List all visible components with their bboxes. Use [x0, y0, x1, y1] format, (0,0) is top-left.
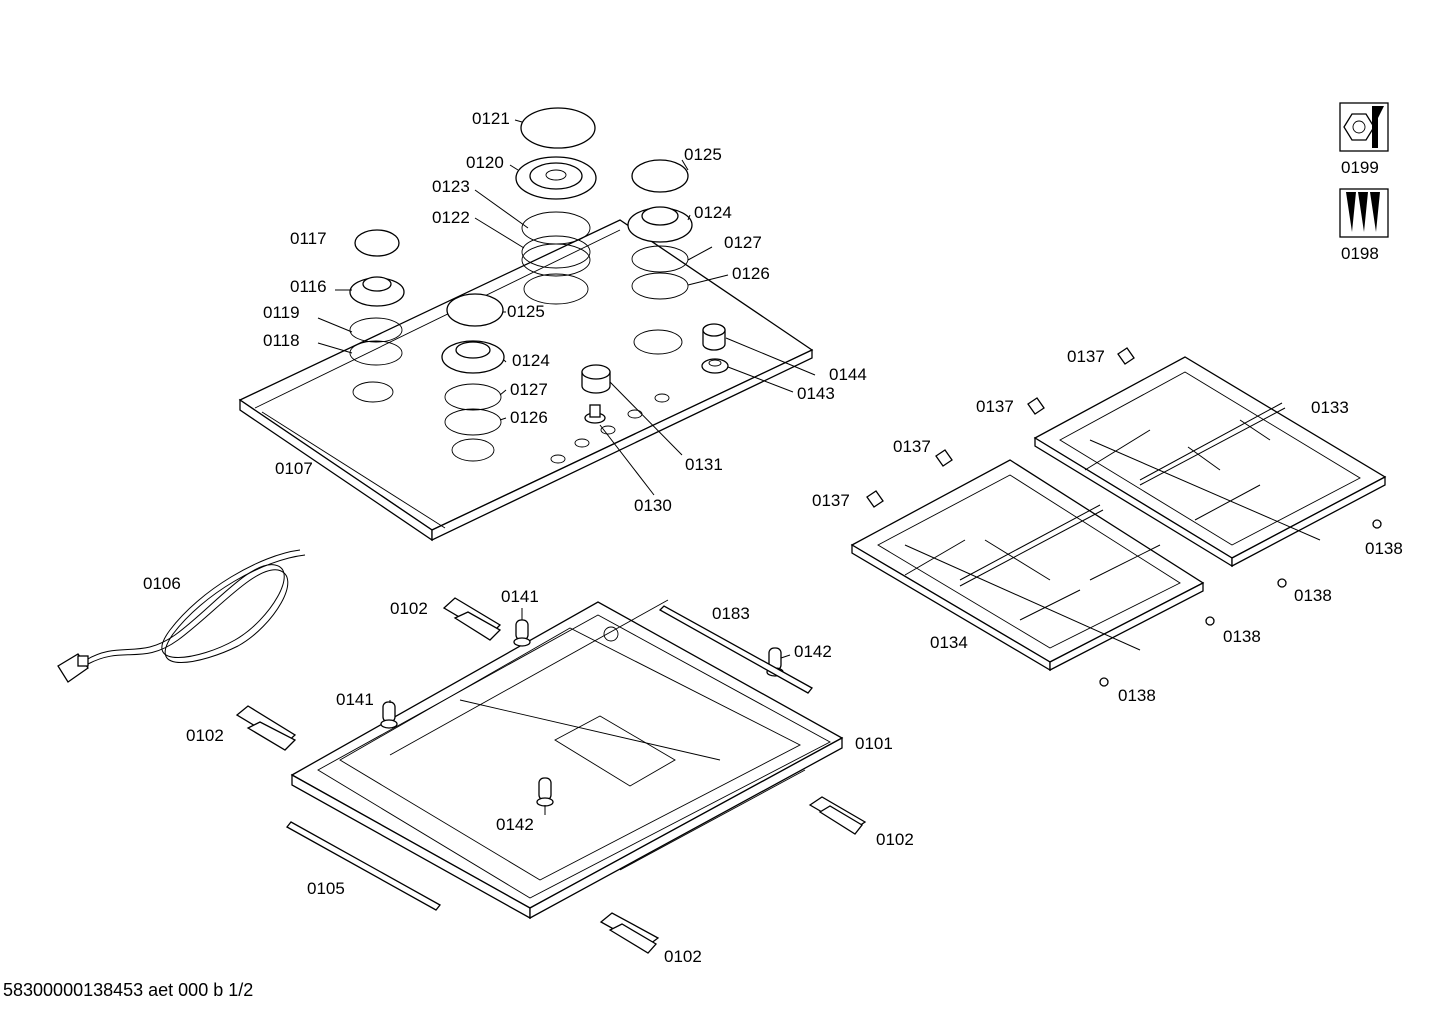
- label-0198: 0198: [1341, 244, 1379, 263]
- label-0127: 0127: [724, 233, 762, 252]
- label-0120: 0120: [466, 153, 504, 172]
- power-cable[interactable]: [57, 549, 306, 683]
- base-tray[interactable]: [290, 599, 844, 920]
- screws-icon[interactable]: [1339, 188, 1389, 238]
- right-burner-rings[interactable]: [631, 245, 689, 300]
- label-0138: 0138: [1294, 586, 1332, 605]
- ignition-knob-cap[interactable]: [702, 323, 726, 351]
- label-0127: 0127: [510, 380, 548, 399]
- label-0125: 0125: [507, 302, 545, 321]
- label-0142: 0142: [496, 815, 534, 834]
- label-0183: 0183: [712, 604, 750, 623]
- label-0137: 0137: [1067, 347, 1105, 366]
- leader-lines-bottom: [389, 608, 791, 815]
- control-knob[interactable]: [581, 364, 611, 394]
- label-0130: 0130: [634, 496, 672, 515]
- label-0137: 0137: [976, 397, 1014, 416]
- label-0102: 0102: [664, 947, 702, 966]
- hob-top-plate[interactable]: [238, 219, 814, 542]
- fixing-clamp-1[interactable]: [442, 597, 502, 641]
- label-0107: 0107: [275, 459, 313, 478]
- support-clip-3[interactable]: [935, 449, 953, 467]
- leader-lines-top: [317, 119, 816, 496]
- label-0138: 0138: [1223, 627, 1261, 646]
- label-0126: 0126: [732, 264, 770, 283]
- middle-burner-rings[interactable]: [444, 383, 502, 436]
- label-0117: 0117: [290, 229, 327, 248]
- label-0141: 0141: [336, 690, 374, 709]
- label-0102: 0102: [390, 599, 428, 618]
- label-0118: 0118: [263, 331, 300, 350]
- label-0133: 0133: [1311, 398, 1349, 417]
- support-clip-1[interactable]: [1117, 347, 1135, 365]
- label-0141: 0141: [501, 587, 539, 606]
- document-id: 58300000138453 aet 000 b 1/2: [3, 980, 254, 1000]
- large-burner-cap[interactable]: [520, 107, 596, 149]
- label-0122: 0122: [432, 208, 470, 227]
- label-0131: 0131: [685, 455, 723, 474]
- label-0105: 0105: [307, 879, 345, 898]
- middle-burner-crown[interactable]: [441, 340, 505, 374]
- support-clip-4[interactable]: [866, 490, 884, 508]
- seal-strip-front[interactable]: [286, 821, 441, 911]
- large-burner-crown[interactable]: [515, 156, 597, 200]
- label-0106: 0106: [143, 574, 181, 593]
- label-0126: 0126: [510, 408, 548, 427]
- label-0144: 0144: [829, 365, 867, 384]
- fixing-clamp-4[interactable]: [599, 912, 660, 954]
- rubber-foot-2[interactable]: [1277, 578, 1287, 588]
- support-clip-2[interactable]: [1027, 397, 1045, 415]
- tray-foot-center[interactable]: [536, 777, 554, 807]
- label-0134: 0134: [930, 633, 968, 652]
- label-0116: 0116: [290, 277, 327, 296]
- label-0137: 0137: [893, 437, 931, 456]
- label-0125: 0125: [684, 145, 722, 164]
- label-0124: 0124: [694, 203, 732, 222]
- label-0143: 0143: [797, 384, 835, 403]
- part-labels: 0121 0120 0123 0122 0125 0124 0127 0126 …: [143, 109, 1403, 966]
- tray-foot-rear[interactable]: [513, 619, 531, 647]
- label-0199: 0199: [1341, 158, 1379, 177]
- fixing-clamp-3[interactable]: [808, 796, 867, 835]
- large-burner-rings[interactable]: [521, 211, 591, 277]
- label-0124: 0124: [512, 351, 550, 370]
- pan-support-right[interactable]: [1033, 356, 1387, 568]
- label-0123: 0123: [432, 177, 470, 196]
- label-0137: 0137: [812, 491, 850, 510]
- rubber-foot-4[interactable]: [1099, 677, 1109, 687]
- ignition-knob-base[interactable]: [701, 358, 729, 374]
- small-burner-crown[interactable]: [349, 276, 405, 307]
- wrench-nut-icon[interactable]: [1339, 102, 1389, 152]
- label-0119: 0119: [263, 303, 300, 322]
- small-burner-rings[interactable]: [349, 317, 403, 366]
- middle-burner-cap[interactable]: [446, 293, 504, 327]
- right-burner-cap[interactable]: [631, 159, 689, 193]
- pan-support-left[interactable]: [850, 459, 1205, 672]
- rubber-foot-1[interactable]: [1372, 519, 1382, 529]
- fixing-clamp-2[interactable]: [235, 705, 297, 751]
- label-0101: 0101: [855, 734, 893, 753]
- tray-foot-left[interactable]: [380, 701, 398, 729]
- label-0102: 0102: [186, 726, 224, 745]
- knob-spindle[interactable]: [584, 404, 606, 424]
- small-burner-cap[interactable]: [354, 229, 400, 257]
- label-0142: 0142: [794, 642, 832, 661]
- seal-strip-right[interactable]: [658, 605, 813, 694]
- label-0121: 0121: [472, 109, 510, 128]
- right-burner-crown[interactable]: [627, 206, 693, 243]
- label-0138: 0138: [1118, 686, 1156, 705]
- rubber-foot-3[interactable]: [1205, 616, 1215, 626]
- label-0102: 0102: [876, 830, 914, 849]
- label-0138: 0138: [1365, 539, 1403, 558]
